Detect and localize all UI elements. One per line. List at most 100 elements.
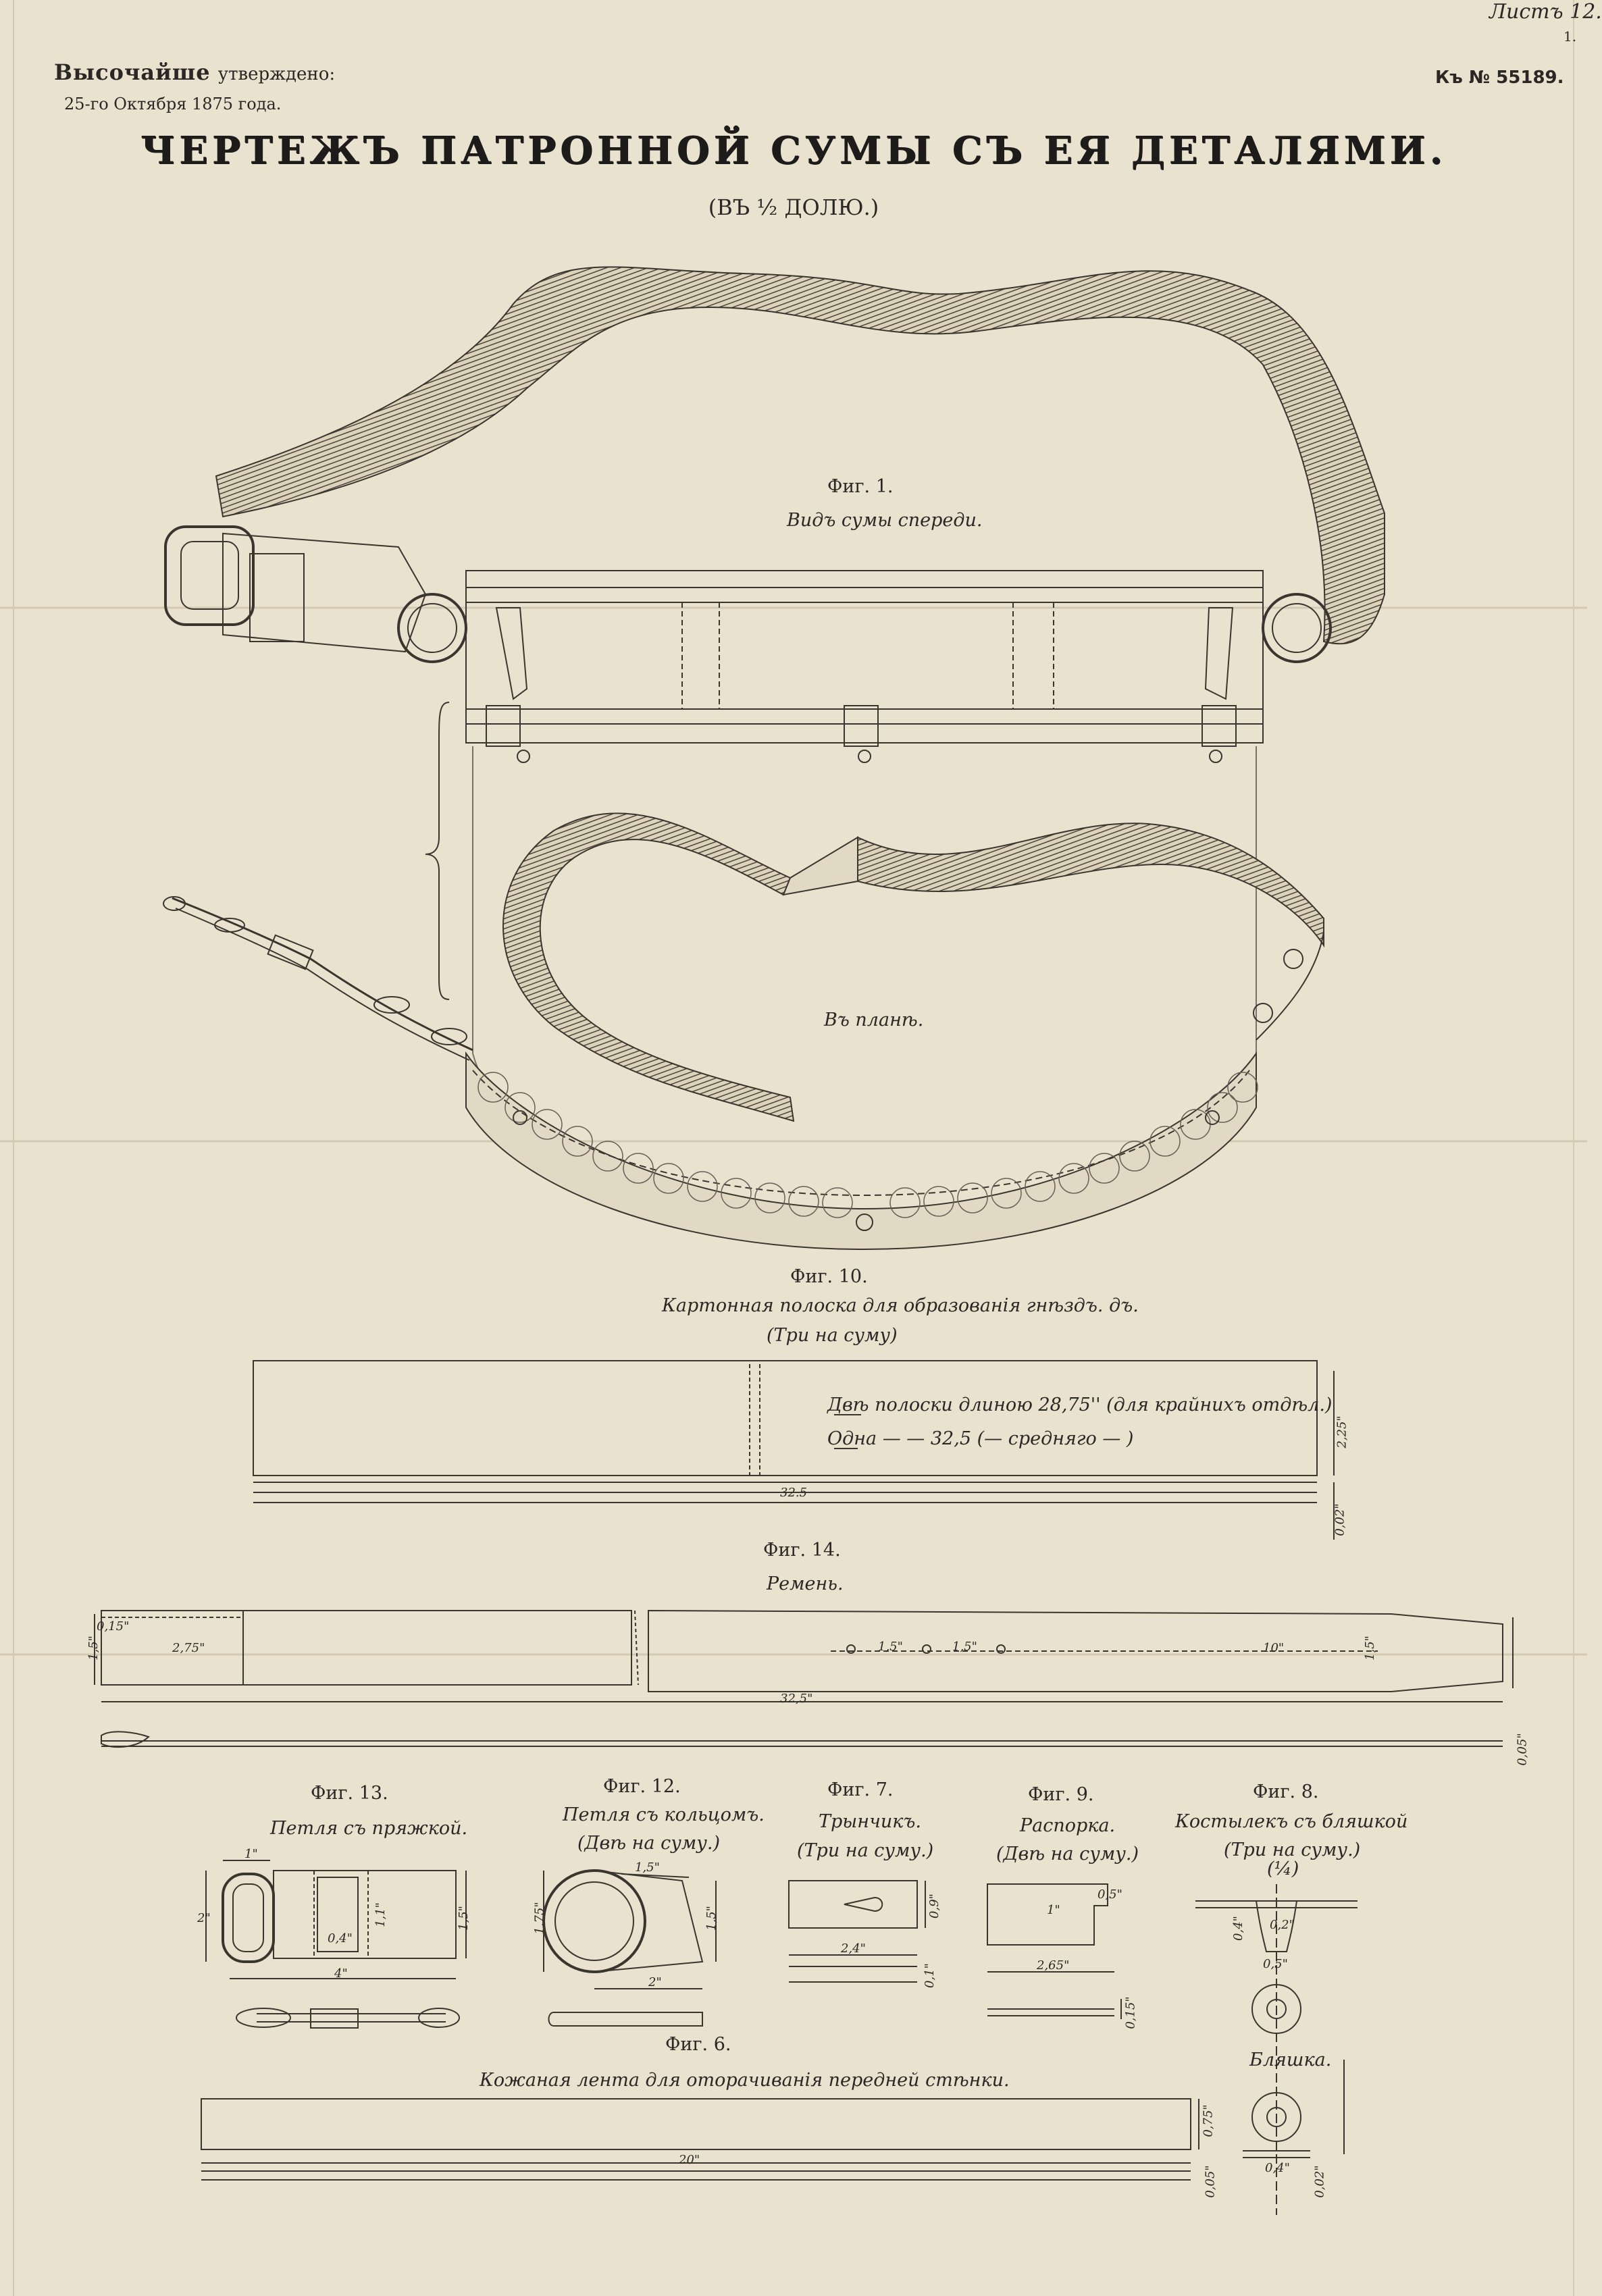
fig6-dim-height: 0,75" (1201, 2104, 1216, 2137)
approval-date: 25-го Октября 1875 года. (64, 95, 282, 113)
approval-word-2: утверждено: (217, 64, 336, 84)
fig13-drawing (205, 1860, 467, 2029)
fig6-drawing (201, 2098, 1199, 2181)
fig6-dim-thickness: 0,05" (1203, 2165, 1218, 2198)
fig12-caption: Петля съ кольцомъ. (563, 1804, 765, 1825)
strap-top (215, 266, 1385, 645)
fig12-sub: (Двѣ на суму.) (577, 1833, 721, 1854)
fig8-label: Фиг. 8. (1253, 1781, 1319, 1802)
page-title: ЧЕРТЕЖЪ ПАТРОННОЙ СУМЫ СЪ ЕЯ ДЕТАЛЯМИ. (140, 128, 1447, 173)
fig8-dim-1: 0,5" (1263, 1957, 1288, 1971)
fig9-dim-4: 0,15" (1123, 1996, 1138, 2029)
fig7-label: Фиг. 7. (827, 1779, 894, 1800)
pouch-box (465, 570, 1264, 743)
fig14-dim-d: 1,5" (952, 1640, 977, 1654)
fig10-label: Фиг. 10. (790, 1266, 868, 1287)
buckle (164, 525, 255, 626)
fig9-label: Фиг. 9. (1028, 1784, 1094, 1805)
fig14-dim-g: 1,5" (1362, 1636, 1377, 1661)
sheet-number: Листъ 12. (1489, 0, 1602, 24)
fig14-caption: Ремень. (767, 1573, 844, 1594)
belt (101, 1610, 632, 1686)
fig13-label: Фиг. 13. (311, 1783, 388, 1804)
fig9-sub: (Двѣ на суму.) (996, 1844, 1139, 1864)
plate-top (1251, 1984, 1301, 2034)
fig8-dim-5: 0,02" (1312, 2165, 1327, 2198)
fig10-dim-thickness: 0,02" (1333, 1503, 1347, 1536)
fig6-dim-length: 20" (679, 2153, 700, 2167)
trynchik (788, 1880, 918, 1929)
fig14-drawing (94, 1609, 1514, 1748)
fig10-dim-length: 32.5 (780, 1486, 808, 1500)
cartridge-cells (477, 1072, 1258, 1218)
leather-tape (201, 2098, 1191, 2150)
fig12-dim-4: 2" (648, 1975, 662, 1989)
fig13-dim-5: 4" (334, 1966, 348, 1981)
reference-number: Къ № 55189. (1435, 68, 1564, 88)
fig10-note-1: Двѣ полоски длиною 28,75'' (для крайнихъ… (827, 1394, 1333, 1415)
fig6-caption: Кожаная лента для оторачиванія передней … (480, 2070, 1010, 2091)
fig9-dim-3: 2,65" (1037, 1958, 1070, 1973)
approval-label: Высочайше утверждено: (54, 59, 335, 85)
fig7-caption: Трынчикъ. (819, 1811, 921, 1832)
fig13-dim-6: 1,5" (456, 1906, 471, 1931)
fig1-caption-front: Видъ сумы спереди. (787, 510, 983, 531)
fig10-drawing (253, 1360, 1335, 1540)
fig1-label: Фиг. 1. (827, 476, 894, 497)
fig10-caption: Картонная полоска для образованія гнѣздъ… (662, 1295, 1139, 1316)
fig14-dim-a: 0,15" (97, 1619, 130, 1634)
sheet-sub-number: 1. (1564, 28, 1577, 45)
approval-word-1: Высочайше (54, 59, 211, 85)
fig7-dim-1: 0,9" (927, 1894, 941, 1919)
fig9-caption: Распорка. (1020, 1815, 1116, 1836)
fig13-dim-2: 2" (197, 1911, 211, 1925)
fig1-caption-plan: Въ планѣ. (824, 1010, 924, 1030)
fig7-drawing (788, 1880, 926, 1983)
fig13-dim-1: 1" (244, 1847, 258, 1861)
fig8-sub: (Три на суму.) (1224, 1840, 1361, 1860)
fig1-plan-view (163, 746, 1324, 1251)
raspornka (987, 1883, 1108, 1946)
fig12-dim-2: 1,75" (532, 1902, 547, 1935)
fig7-dim-2: 2,4" (841, 1941, 866, 1956)
fig12-dim-3: 1,5" (704, 1906, 719, 1931)
plate-bottom (1251, 2092, 1301, 2142)
fig9-dim-2: 0,5" (1097, 1887, 1122, 1902)
fig8-sub2: (¼) (1267, 1858, 1299, 1879)
fig12-drawing (542, 1869, 717, 2027)
fig7-sub: (Три на суму.) (797, 1840, 934, 1861)
fig8-drawing (1195, 1884, 1358, 2215)
fig6-label: Фиг. 6. (665, 2034, 731, 2055)
fig8-caption-plate: Бляшка. (1249, 2050, 1332, 2070)
fig9-drawing (987, 1883, 1122, 2019)
fig8-dim-4: 0,4" (1265, 2161, 1290, 2175)
strap-plan (502, 812, 795, 1122)
ring-12 (542, 1869, 646, 1973)
fig12-dim-1: 1,5" (635, 1860, 660, 1875)
fig7-dim-3: 0,1" (922, 1963, 937, 1988)
fig14-dim-thickness: 0,05" (1515, 1733, 1530, 1766)
cardboard-strip (253, 1360, 1318, 1476)
fig13-dim-4: 1,1" (373, 1902, 388, 1927)
scale-note: (ВЪ ½ ДОЛЮ.) (708, 194, 879, 220)
fig14-dim-f: 10" (1263, 1641, 1285, 1655)
cartridge-holder (465, 1051, 1257, 1251)
fig8-dim-3: 0,2" (1270, 1918, 1295, 1932)
kostylek (1255, 1900, 1298, 1952)
fig1-front-view (164, 266, 1385, 1000)
fig8-dim-2: 0,4" (1231, 1916, 1245, 1941)
fig14-dim-e: 1,5" (86, 1636, 101, 1661)
fig12-label: Фиг. 12. (603, 1776, 681, 1797)
fig13-dim-3: 0,4" (328, 1931, 353, 1946)
fig14-dim-length: 32,5" (780, 1692, 813, 1706)
fig10-sub: (Три на суму) (767, 1325, 898, 1346)
fig9-dim-1: 1" (1047, 1903, 1060, 1917)
fig14-label: Фиг. 14. (763, 1540, 841, 1561)
fig10-dim-height: 2,25" (1335, 1415, 1349, 1449)
fig14-dim-b: 2,75" (172, 1641, 205, 1655)
fig8-caption: Костылекъ съ бляшкой (1175, 1811, 1408, 1832)
buckle-13 (222, 1873, 275, 1963)
fig13-caption: Петля съ пряжкой. (270, 1818, 468, 1839)
